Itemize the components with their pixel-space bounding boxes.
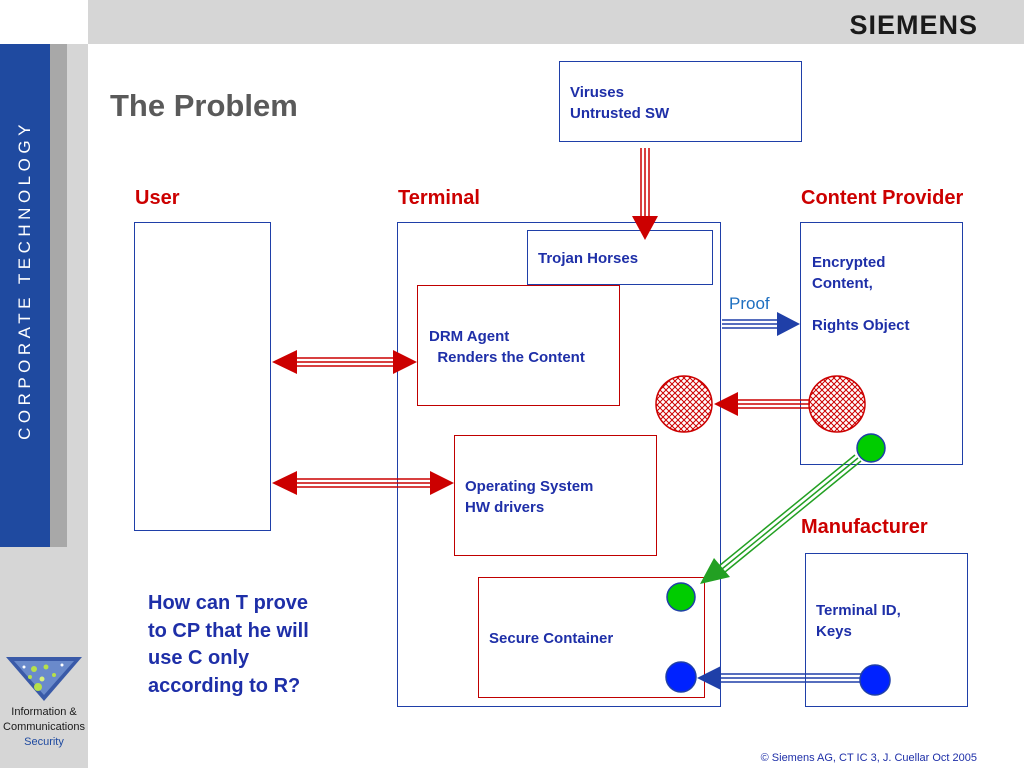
encrypted-content-circle-provider xyxy=(808,375,866,433)
manufacturer-header: Manufacturer xyxy=(801,516,928,538)
proof-arrow xyxy=(722,312,800,336)
user-box xyxy=(134,222,271,531)
left-gray-strip xyxy=(50,44,67,547)
slide-title: The Problem xyxy=(110,88,298,123)
green-key-dot-container xyxy=(666,582,696,612)
triangle-logo-icon xyxy=(6,657,82,701)
manufacturer-text: Terminal ID, Keys xyxy=(816,602,901,640)
secure-container-text: Secure Container xyxy=(489,630,614,647)
brand-logo: SIEMENS xyxy=(849,10,978,40)
question-text: How can T prove to CP that he will use C… xyxy=(148,592,309,697)
manufacturer-box: Terminal ID, Keys xyxy=(805,553,968,707)
logo-text-line1: Information & xyxy=(11,706,77,718)
proof-label: Proof xyxy=(729,294,770,313)
user-header: User xyxy=(135,187,180,209)
terminal-id-arrow xyxy=(697,666,862,690)
viruses-box: Viruses Untrusted SW xyxy=(559,61,802,142)
content-arrow xyxy=(714,392,810,416)
drm-agent-text: DRM Agent Renders the Content xyxy=(429,328,585,366)
top-left-corner xyxy=(0,0,88,44)
footer-copyright: © Siemens AG, CT IC 3, J. Cuellar Oct 20… xyxy=(760,752,977,764)
logo-text-line3: Security xyxy=(24,736,64,748)
terminal-header: Terminal xyxy=(398,187,480,209)
content-text: Encrypted Content, Rights Object xyxy=(812,254,910,334)
blue-key-dot-container xyxy=(665,661,697,693)
trojan-text: Trojan Horses xyxy=(538,250,639,267)
viruses-down-arrow xyxy=(632,148,658,240)
top-bar xyxy=(0,0,1024,44)
blue-key-dot-manufacturer xyxy=(859,664,891,696)
green-key-arrow xyxy=(700,454,862,584)
os-text: Operating System HW drivers xyxy=(465,478,594,516)
info-comm-security-label: Information & Communications Security xyxy=(0,705,88,750)
content-provider-header: Content Provider xyxy=(801,187,964,209)
os-box: Operating System HW drivers xyxy=(454,435,657,556)
user-os-double-arrow xyxy=(272,471,454,495)
encrypted-content-circle-terminal xyxy=(655,375,713,433)
left-blue-bar xyxy=(0,44,50,547)
user-drm-double-arrow xyxy=(272,350,417,374)
drm-agent-box: DRM Agent Renders the Content xyxy=(417,285,620,406)
green-key-dot-provider xyxy=(856,433,886,463)
viruses-text: Viruses Untrusted SW xyxy=(570,84,670,122)
trojan-horses-box: Trojan Horses xyxy=(527,230,713,285)
logo-text-line2: Communications xyxy=(3,721,85,733)
